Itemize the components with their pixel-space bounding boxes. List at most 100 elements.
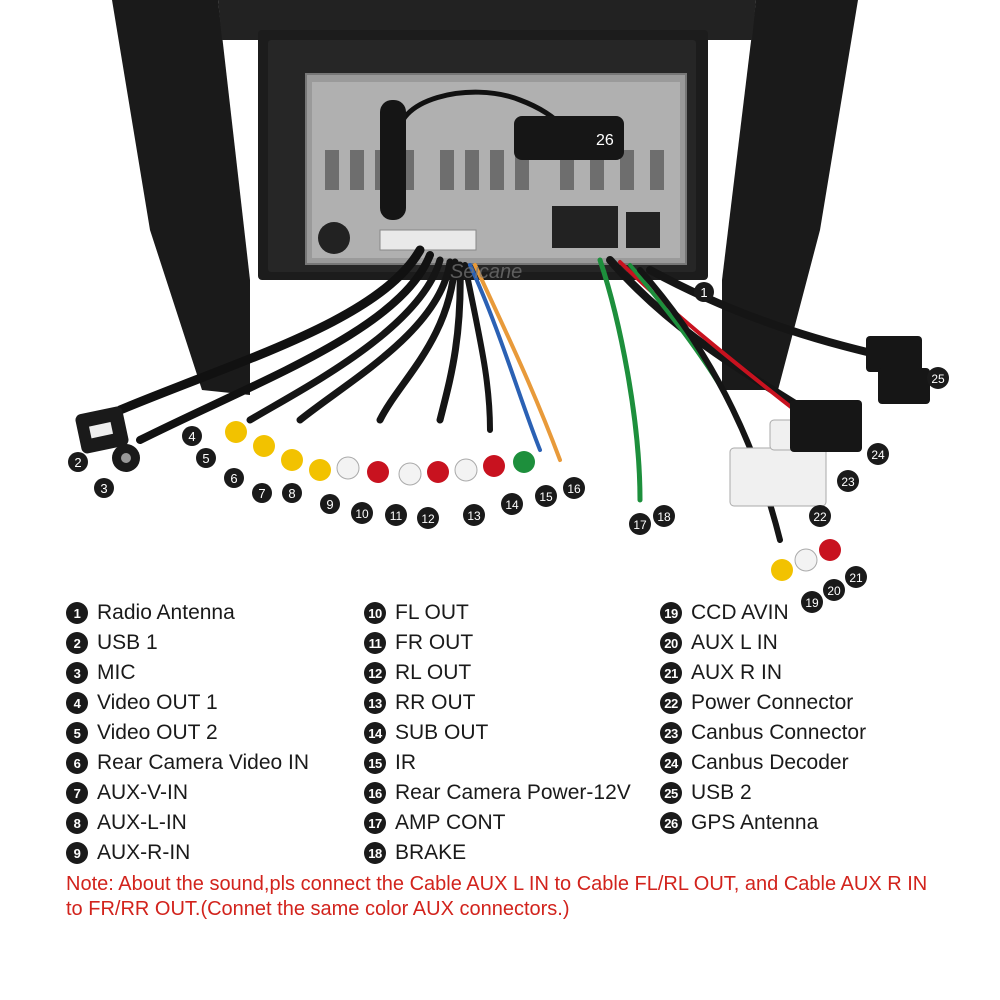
legend-item: 12 RL OUT: [364, 658, 631, 688]
watermark: Seicane: [450, 261, 522, 283]
callout-6: 6: [224, 468, 244, 488]
callout-23: 23: [837, 470, 859, 492]
legend-label: AUX L IN: [691, 631, 778, 654]
legend-number-badge: 4: [66, 692, 88, 714]
callout-3: 3: [94, 478, 114, 498]
callout-11-number: 11: [390, 509, 403, 523]
legend-number-badge: 16: [364, 782, 386, 804]
callout-21: 21: [845, 566, 867, 588]
product-photo: Seicane 1 2 3 4 5 6 7 8 9 10 11 12 13 14…: [68, 0, 949, 613]
callout-4-number: 4: [188, 429, 195, 444]
legend-item: 18 BRAKE: [364, 838, 631, 868]
callout-17: 17: [629, 513, 651, 535]
legend-number-badge: 25: [660, 782, 682, 804]
callout-1-number: 1: [700, 285, 707, 300]
callout-8-number: 8: [288, 486, 295, 501]
legend-number-badge: 12: [364, 662, 386, 684]
callout-3-number: 3: [100, 481, 107, 496]
legend-label: AUX-L-IN: [97, 811, 187, 834]
callout-15: 15: [535, 485, 557, 507]
callout-24-number: 24: [871, 448, 885, 462]
gps-antenna: [380, 89, 624, 220]
legend-number-badge: 21: [660, 662, 682, 684]
callout-24: 24: [867, 443, 889, 465]
legend-item: 3 MIC: [66, 658, 309, 688]
legend-item: 25 USB 2: [660, 778, 866, 808]
legend-label: Canbus Connector: [691, 721, 867, 744]
legend-label: AUX-V-IN: [97, 781, 189, 804]
legend-label: AMP CONT: [395, 811, 506, 834]
mic-connector: [112, 444, 140, 472]
head-unit-chassis: [305, 73, 687, 265]
legend-label: MIC: [97, 661, 136, 684]
callout-18: 18: [653, 505, 675, 527]
callout-14: 14: [501, 493, 523, 515]
callout-20: 20: [823, 579, 845, 601]
callout-25: 25: [927, 367, 949, 389]
legend-item: 14 SUB OUT: [364, 718, 631, 748]
callout-11: 11: [385, 504, 407, 526]
legend-item: 17 AMP CONT: [364, 808, 631, 838]
legend-number-badge: 6: [66, 752, 88, 774]
callout-5: 5: [196, 448, 216, 468]
legend-item: 20 AUX L IN: [660, 628, 866, 658]
legend-number-badge: 24: [660, 752, 682, 774]
legend-number-badge: 11: [364, 632, 386, 654]
legend-number-badge: 14: [364, 722, 386, 744]
callout-2-number: 2: [74, 455, 81, 470]
callout-15-number: 15: [539, 490, 553, 504]
callout-8: 8: [282, 483, 302, 503]
legend-number-badge: 20: [660, 632, 682, 654]
callout-20-number: 20: [827, 584, 841, 598]
callout-7-number: 7: [258, 486, 265, 501]
callout-12: 12: [417, 507, 439, 529]
legend-label: SUB OUT: [395, 721, 489, 744]
callout-14-number: 14: [505, 498, 519, 512]
callout-13-number: 13: [467, 509, 481, 523]
callout-26: 26: [596, 132, 614, 149]
legend-item: 7 AUX-V-IN: [66, 778, 309, 808]
callout-22-number: 22: [813, 510, 827, 524]
callout-23-number: 23: [841, 475, 855, 489]
legend-number-badge: 7: [66, 782, 88, 804]
callout-10-number: 10: [355, 507, 369, 521]
legend-number-badge: 5: [66, 722, 88, 744]
callout-21-number: 21: [849, 571, 863, 585]
legend-label: FL OUT: [395, 601, 469, 624]
legend-label: BRAKE: [395, 841, 467, 864]
legend-label: USB 2: [691, 781, 752, 804]
legend-number-badge: 13: [364, 692, 386, 714]
legend-label: AUX R IN: [691, 661, 783, 684]
callout-16: 16: [563, 477, 585, 499]
callout-25-number: 25: [931, 372, 945, 386]
legend-number-badge: 17: [364, 812, 386, 834]
callout-12-number: 12: [421, 512, 435, 526]
rca-plugs: [225, 421, 841, 581]
canbus-decoder: [790, 400, 862, 452]
legend-label: IR: [395, 751, 416, 774]
legend-number-badge: 3: [66, 662, 88, 684]
legend-number-badge: 18: [364, 842, 386, 864]
legend-number-badge: 10: [364, 602, 386, 624]
legend-label: Canbus Decoder: [691, 751, 849, 774]
callout-18-number: 18: [657, 510, 671, 524]
legend-label: FR OUT: [395, 631, 474, 654]
legend-label: RL OUT: [395, 661, 472, 684]
callout-9-number: 9: [326, 497, 333, 512]
callout-1: 1: [694, 282, 714, 302]
legend-label: GPS Antenna: [691, 811, 819, 834]
